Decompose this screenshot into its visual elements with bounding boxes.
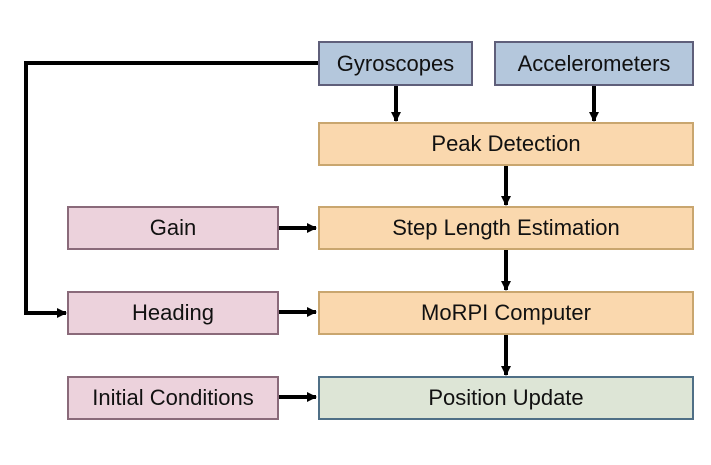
node-peak-detection-label: Peak Detection	[431, 131, 581, 156]
node-accelerometers: Accelerometers	[494, 41, 694, 86]
node-gyroscopes: Gyroscopes	[318, 41, 473, 86]
node-step-length-estimation-label: Step Length Estimation	[392, 215, 620, 240]
node-morpi-computer-label: MoRPI Computer	[421, 300, 591, 325]
node-peak-detection: Peak Detection	[318, 122, 694, 166]
node-initial-conditions: Initial Conditions	[67, 376, 279, 420]
node-position-update: Position Update	[318, 376, 694, 420]
arrow-gyroscopes-to-heading	[24, 61, 318, 318]
node-position-update-label: Position Update	[428, 385, 584, 410]
node-gain: Gain	[67, 206, 279, 250]
node-gyroscopes-label: Gyroscopes	[336, 50, 455, 76]
node-heading-label: Heading	[132, 300, 214, 325]
node-accelerometers-label: Accelerometers	[517, 50, 671, 76]
node-gain-label: Gain	[149, 215, 197, 240]
node-step-length-estimation: Step Length Estimation	[318, 206, 694, 250]
node-initial-conditions-label: Initial Conditions	[92, 385, 254, 410]
node-morpi-computer: MoRPI Computer	[318, 291, 694, 335]
node-heading: Heading	[67, 291, 279, 335]
